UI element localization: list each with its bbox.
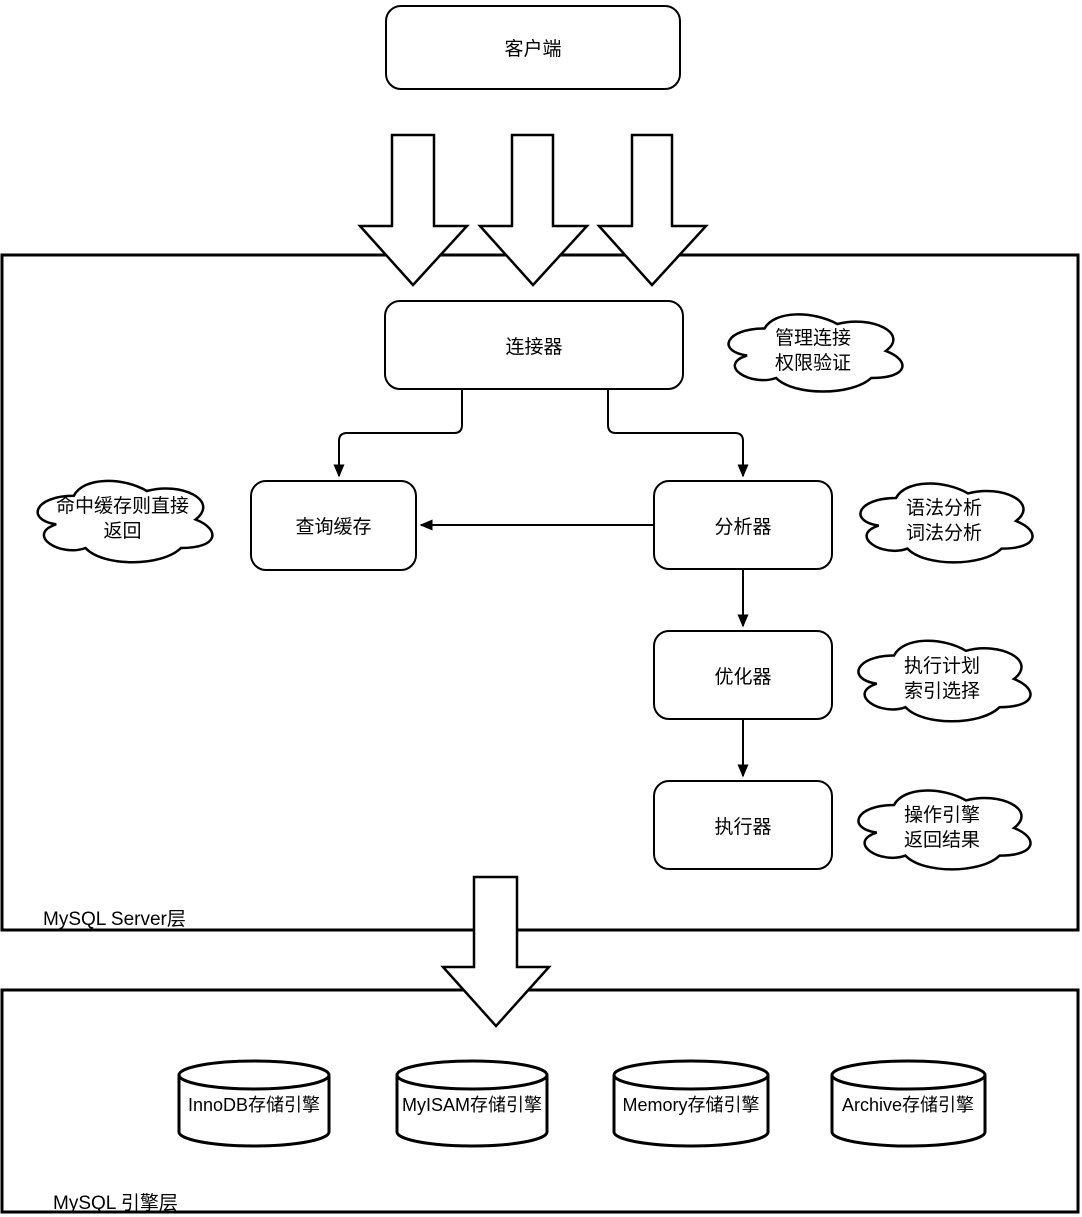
node-query-cache: 查询缓存 [250, 480, 417, 571]
cylinder-myisam [395, 1059, 549, 1148]
cloud-line: 命中缓存则直接 [55, 496, 189, 517]
node-analyzer: 分析器 [653, 480, 833, 570]
cloud-line: 管理连接 [774, 328, 851, 349]
cloud-shape-analyzer-note [859, 482, 1034, 564]
cylinder-label-myisam: MyISAM存储引擎 [401, 1095, 542, 1115]
cloud-label-executor-note: 操作引擎 返回结果 [846, 803, 1038, 853]
cloud-shape-optimizer-note [857, 639, 1032, 723]
cloud-line: 返回结果 [903, 830, 980, 851]
cylinder-memory [612, 1059, 770, 1148]
cloud-line: 返回 [103, 521, 142, 542]
cloud-line: 词法分析 [905, 523, 982, 544]
cloud-line: 索引选择 [903, 681, 980, 702]
cloud-label-analyzer-note: 语法分析 词法分析 [848, 496, 1040, 546]
client-to-server-arrow-right [596, 133, 709, 287]
cylinder-innodb [177, 1059, 331, 1148]
cloud-line: 语法分析 [905, 498, 982, 519]
node-executor: 执行器 [653, 780, 833, 870]
edge-connector-to-query-cache [333, 390, 463, 478]
cloud-shape-executor-note [857, 789, 1032, 871]
cylinder-archive [830, 1059, 987, 1148]
cloud-label-connector-note: 管理连接 权限验证 [716, 326, 910, 376]
node-connector: 连接器 [384, 300, 684, 390]
cloud-label-optimizer-note: 执行计划 索引选择 [846, 654, 1038, 704]
node-optimizer: 优化器 [653, 630, 833, 720]
cloud-line: 权限验证 [774, 353, 851, 374]
cylinder-label-innodb: InnoDB存储引擎 [187, 1095, 321, 1115]
client-to-server-arrow-left [357, 133, 470, 287]
cloud-line: 操作引擎 [903, 805, 980, 826]
node-client: 客户端 [385, 5, 681, 90]
cylinder-label-memory: Memory存储引擎 [622, 1095, 760, 1115]
cloud-shape-cache-note [36, 479, 214, 564]
cloud-line: 执行计划 [903, 656, 980, 677]
edge-connector-to-analyzer [607, 390, 749, 478]
client-to-server-arrow-middle [477, 133, 590, 287]
cloud-shape-connector-note [727, 313, 904, 393]
mysql-engine-layer-label: MySQL 引擎层 [53, 1193, 178, 1214]
cloud-label-cache-note: 命中缓存则直接 返回 [25, 494, 220, 544]
cylinder-label-archive: Archive存储引擎 [841, 1095, 975, 1115]
mysql-server-layer-label: MySQL Server层 [43, 909, 186, 930]
server-to-engine-arrow [440, 875, 552, 1028]
